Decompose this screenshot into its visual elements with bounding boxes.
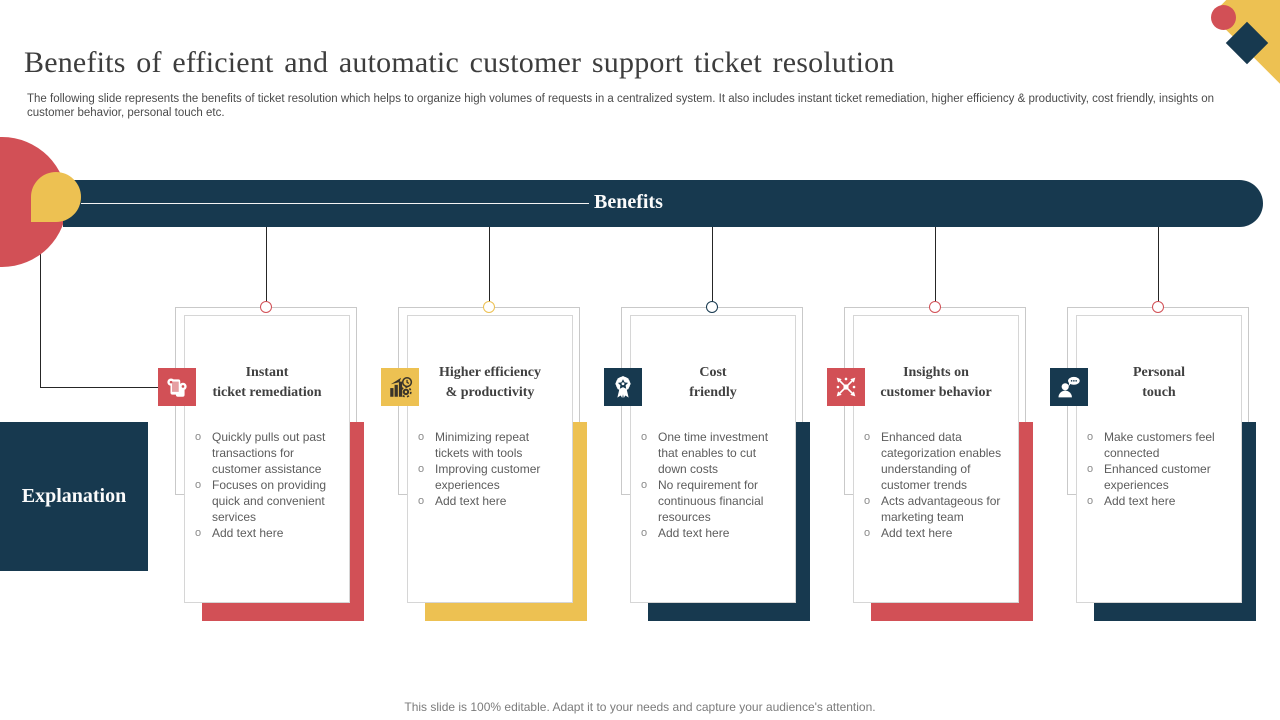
connector-stem-5 <box>1157 227 1159 302</box>
connector-stem-1 <box>265 227 267 302</box>
card-title: Insights on customer behavior <box>880 365 992 400</box>
connector-node-3 <box>706 301 718 313</box>
explanation-connector-vertical <box>40 232 41 388</box>
explanation-label: Explanation <box>21 485 127 507</box>
connector-stem-2 <box>488 227 490 302</box>
slide-subtitle: The following slide represents the benef… <box>27 92 1215 120</box>
slide-title: Benefits of efficient and automatic cust… <box>24 46 895 80</box>
card-title: Higher efficiency & productivity <box>439 365 541 400</box>
banner-label: Benefits <box>594 191 663 213</box>
card-body <box>184 315 350 603</box>
connector-node-4 <box>929 301 941 313</box>
yellow-drop-decor <box>31 172 81 222</box>
card-body <box>407 315 573 603</box>
corner-red-circle-decor <box>1211 5 1236 30</box>
card-body <box>853 315 1019 603</box>
footer-note: This slide is 100% editable. Adapt it to… <box>404 700 876 714</box>
card-body <box>630 315 796 603</box>
card-body <box>1076 315 1242 603</box>
connector-node-1 <box>260 301 272 313</box>
explanation-box: Explanation <box>0 422 148 571</box>
connector-stem-4 <box>934 227 936 302</box>
banner-divider-line <box>81 203 589 204</box>
connector-node-2 <box>483 301 495 313</box>
card-title: Personal touch <box>1132 365 1186 400</box>
phones-chat-icon <box>158 368 196 406</box>
explanation-connector-horizontal <box>41 387 159 388</box>
network-arrows-icon <box>827 368 865 406</box>
award-ribbon-icon <box>604 368 642 406</box>
card-title: Instant ticket remediation <box>212 365 322 400</box>
connector-node-5 <box>1152 301 1164 313</box>
growth-chart-gear-icon <box>381 368 419 406</box>
card-title: Cost friendly <box>689 365 737 400</box>
benefits-banner: Benefits <box>63 180 1263 227</box>
person-chat-icon <box>1050 368 1088 406</box>
connector-stem-3 <box>711 227 713 302</box>
